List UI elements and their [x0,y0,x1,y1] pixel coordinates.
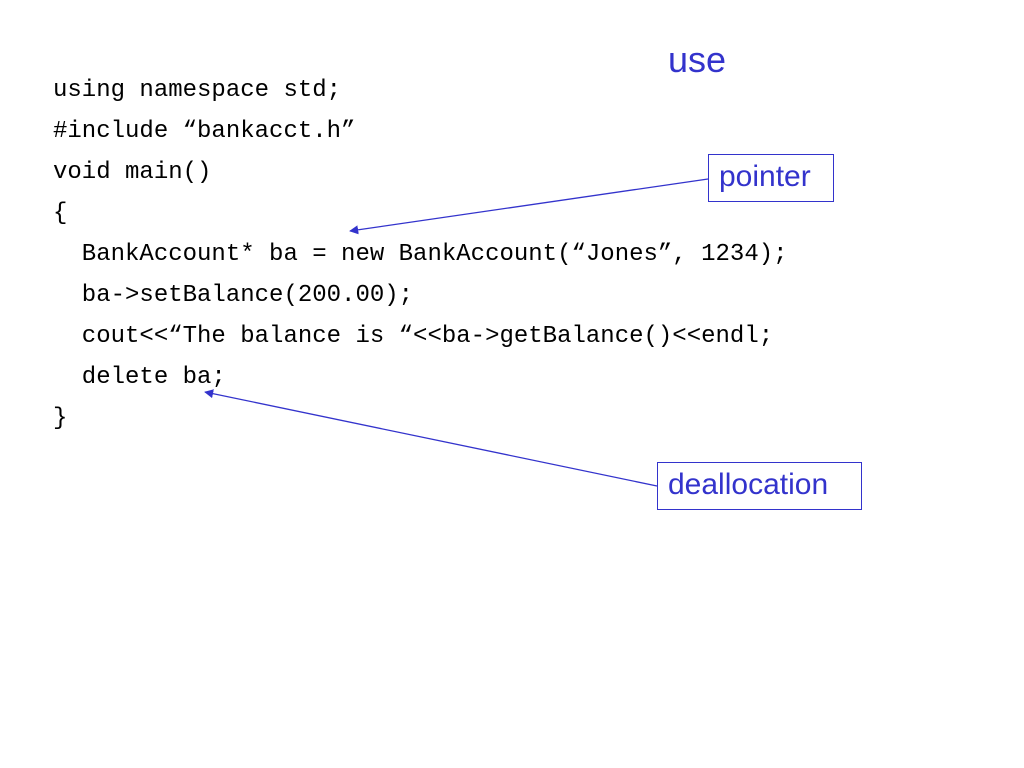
deallocation-callout: deallocation [657,462,862,510]
code-line: delete ba; [53,364,226,391]
code-line: } [53,405,68,432]
deallocation-arrow [204,389,658,487]
code-line: #include “bankacct.h” [53,118,356,145]
pointer-arrow [349,178,709,235]
code-line: BankAccount* ba = new BankAccount(“Jones… [53,241,788,268]
code-line: void main() [53,159,212,186]
code-line: ba->setBalance(200.00); [53,282,414,309]
pointer-callout: pointer [708,154,834,202]
code-line: using namespace std; [53,77,342,104]
code-line: cout<<“The balance is “<<ba->getBalance(… [53,323,774,350]
code-line: { [53,200,68,227]
slide-title: use [668,39,727,80]
